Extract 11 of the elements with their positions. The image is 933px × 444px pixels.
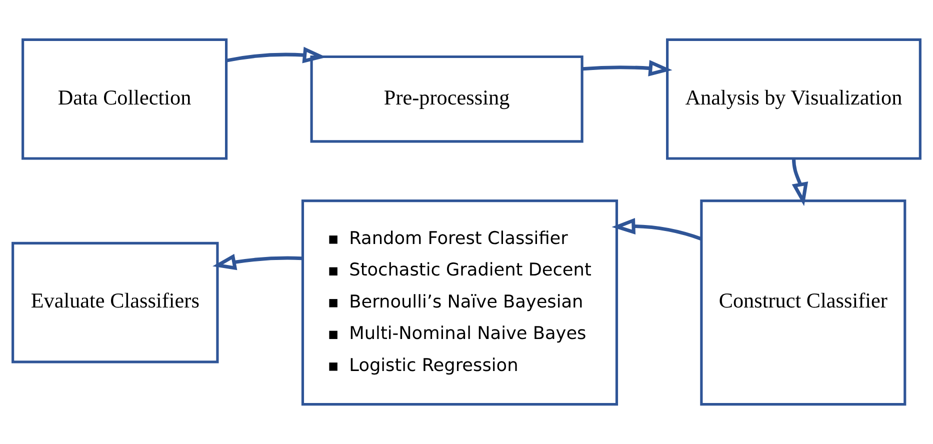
node-box: Data Collection bbox=[22, 38, 228, 160]
node-box: Analysis by Visualization bbox=[666, 38, 922, 160]
arrow bbox=[212, 254, 302, 270]
node-box: Construct Classifier bbox=[700, 200, 906, 406]
arrow bbox=[226, 46, 326, 64]
node-box: Evaluate Classifiers bbox=[12, 242, 219, 364]
arrow bbox=[582, 60, 672, 76]
arrow bbox=[792, 158, 808, 206]
node-box: Random Forest Classifier Stochastic Gradient Decent Bernoulli’s Naïve Bayesian Multi-Nominal Naive Bayes Logistic Regression bbox=[301, 200, 618, 406]
node-box: Pre-processing bbox=[310, 55, 584, 143]
arrow bbox=[612, 218, 702, 241]
